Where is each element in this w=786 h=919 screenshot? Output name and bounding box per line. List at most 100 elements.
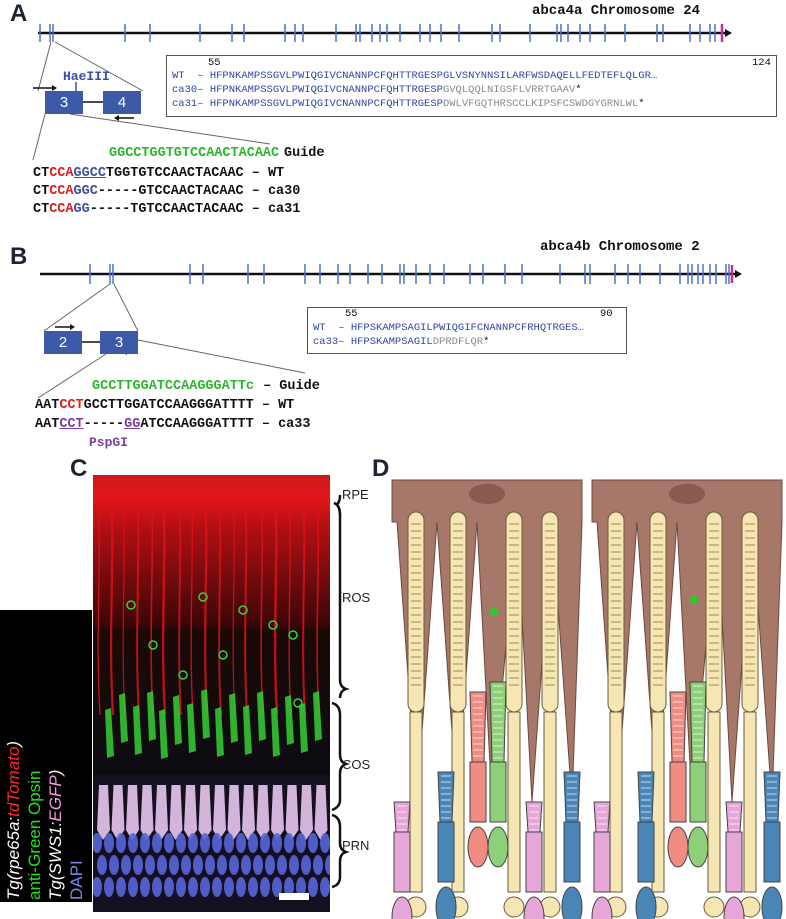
green-opsin-signal: [105, 592, 322, 759]
green-cone-signal: [257, 691, 266, 741]
dapi-nucleus: [121, 855, 131, 875]
green-dot: [268, 620, 278, 630]
rod-outer-segment: [705, 511, 723, 713]
uv-cone-cell: [227, 785, 241, 840]
green-cone-signal: [243, 705, 252, 755]
dapi-nucleus: [193, 855, 203, 875]
exon-3-b: 3: [100, 331, 138, 354]
red-streak: [218, 484, 222, 716]
cone-inner-segment: [393, 831, 411, 893]
cone-inner-segment: [563, 821, 581, 883]
dapi-nucleus: [308, 833, 318, 853]
photoreceptor-diagram: [391, 479, 783, 919]
green-cone-signal: [147, 691, 156, 741]
layer-braces: [331, 494, 350, 889]
dapi-nucleus: [104, 833, 114, 853]
cone-soma: [687, 826, 709, 868]
uv-cone-cell: [242, 785, 255, 840]
green-dot: [198, 592, 208, 602]
red-streak: [232, 484, 236, 716]
rod-soma: [703, 896, 725, 918]
green-cone-signal: [215, 707, 224, 757]
cone-soma: [591, 896, 613, 919]
cone-inner-segment: [593, 831, 611, 893]
rod-outer-segment: [741, 511, 759, 713]
cone-soma: [467, 826, 489, 868]
rpe-signal: [93, 475, 330, 775]
dapi-nucleus: [212, 877, 222, 897]
dapi-nucleus: [176, 877, 186, 897]
layer-label-prn: PRN: [342, 838, 370, 853]
dapi-nucleus: [152, 833, 162, 853]
protein-start-a: 55: [208, 57, 221, 69]
rod-inner-segment: [507, 711, 521, 893]
green-dot: [293, 698, 303, 708]
dapi-nucleus: [296, 833, 306, 853]
uv-cone-cell: [155, 785, 168, 840]
dapi-nucleus: [212, 833, 222, 853]
chromosome-end: [735, 270, 742, 278]
red-streak: [136, 484, 140, 716]
dapi-nucleus: [133, 855, 143, 875]
dapi-nucleus: [265, 855, 275, 875]
cone-soma: [561, 886, 583, 919]
green-marker: [490, 608, 498, 616]
cone-outer-segment: [763, 771, 781, 823]
rpe-band: [93, 475, 330, 499]
layer-label-ros: ROS: [342, 590, 371, 605]
green-cone-signal: [159, 709, 168, 759]
dapi-nucleus: [188, 877, 198, 897]
cone-inner-segment: [725, 831, 743, 893]
cone-soma: [523, 896, 545, 919]
cone-outer-segment: [437, 771, 455, 823]
cone-inner-segment: [637, 821, 655, 883]
cone-soma: [667, 826, 689, 868]
green-cone-signal: [229, 693, 238, 743]
green-cone-signal: [119, 693, 128, 743]
green-dot: [288, 630, 298, 640]
cone-inner-segment: [437, 821, 455, 883]
panel-label-c: C: [70, 455, 88, 482]
uv-cone-cell: [198, 785, 212, 840]
haeiii-label: HaeIII: [63, 69, 110, 84]
rod-outer-segment: [407, 511, 425, 713]
dapi-nucleus: [272, 833, 282, 853]
red-streak: [161, 484, 167, 716]
rod-inner-segment: [609, 711, 623, 893]
protein-ca33: ca33– HFPSKAMPSAGILDPRDFLQR*: [313, 336, 490, 348]
protein-end-a: 124: [752, 57, 771, 69]
red-streak: [302, 484, 306, 716]
seq-wt-b: AATCCTGCCTTGGATCCAAGGGATTTT – WT: [35, 398, 295, 413]
protein-box-a: [166, 55, 777, 117]
rod-outer-segment: [449, 511, 467, 713]
red-streak: [178, 484, 182, 716]
dapi-nucleus: [277, 855, 287, 875]
panel-label-b: B: [10, 243, 28, 270]
protein-wt-a: WT – HFPNKAMPSSGVLPWIQGIVCNANNPCFQHTTRGE…: [172, 70, 658, 82]
green-cone-signal: [313, 691, 322, 741]
dapi-nucleus: [128, 833, 138, 853]
dapi-nucleus: [229, 855, 239, 875]
legend-green-opsin: anti-Green Opsin: [25, 770, 44, 900]
dapi-nucleus: [181, 855, 191, 875]
green-cone-signal: [133, 705, 142, 755]
dapi-nucleus: [152, 877, 162, 897]
cone-inner-segment: [525, 831, 543, 893]
zoom-line: [69, 113, 271, 145]
legend-tdtomato: Tg(rpe65a:tdTomato): [4, 740, 23, 900]
dapi-nucleus: [253, 855, 263, 875]
red-streak: [97, 484, 101, 716]
protein-ca30: ca30– HFPNKAMPSSGVLPWIQGIVCNANNPCFQHTTRG…: [172, 84, 582, 96]
primer-arrowhead: [52, 85, 57, 91]
red-streak: [109, 484, 115, 716]
pspgi-label: PspGI: [89, 435, 129, 450]
zoom-line: [43, 283, 111, 332]
dapi-nucleus: [93, 877, 102, 897]
dapi-nucleus: [289, 855, 299, 875]
cone-inner-segment: [689, 761, 707, 823]
dapi-nucleus: [157, 855, 167, 875]
rod-inner-segment: [707, 711, 721, 893]
uv-cone-cell: [111, 785, 125, 840]
rpe-nucleus: [669, 484, 705, 504]
uv-cone-cell: [97, 785, 110, 840]
